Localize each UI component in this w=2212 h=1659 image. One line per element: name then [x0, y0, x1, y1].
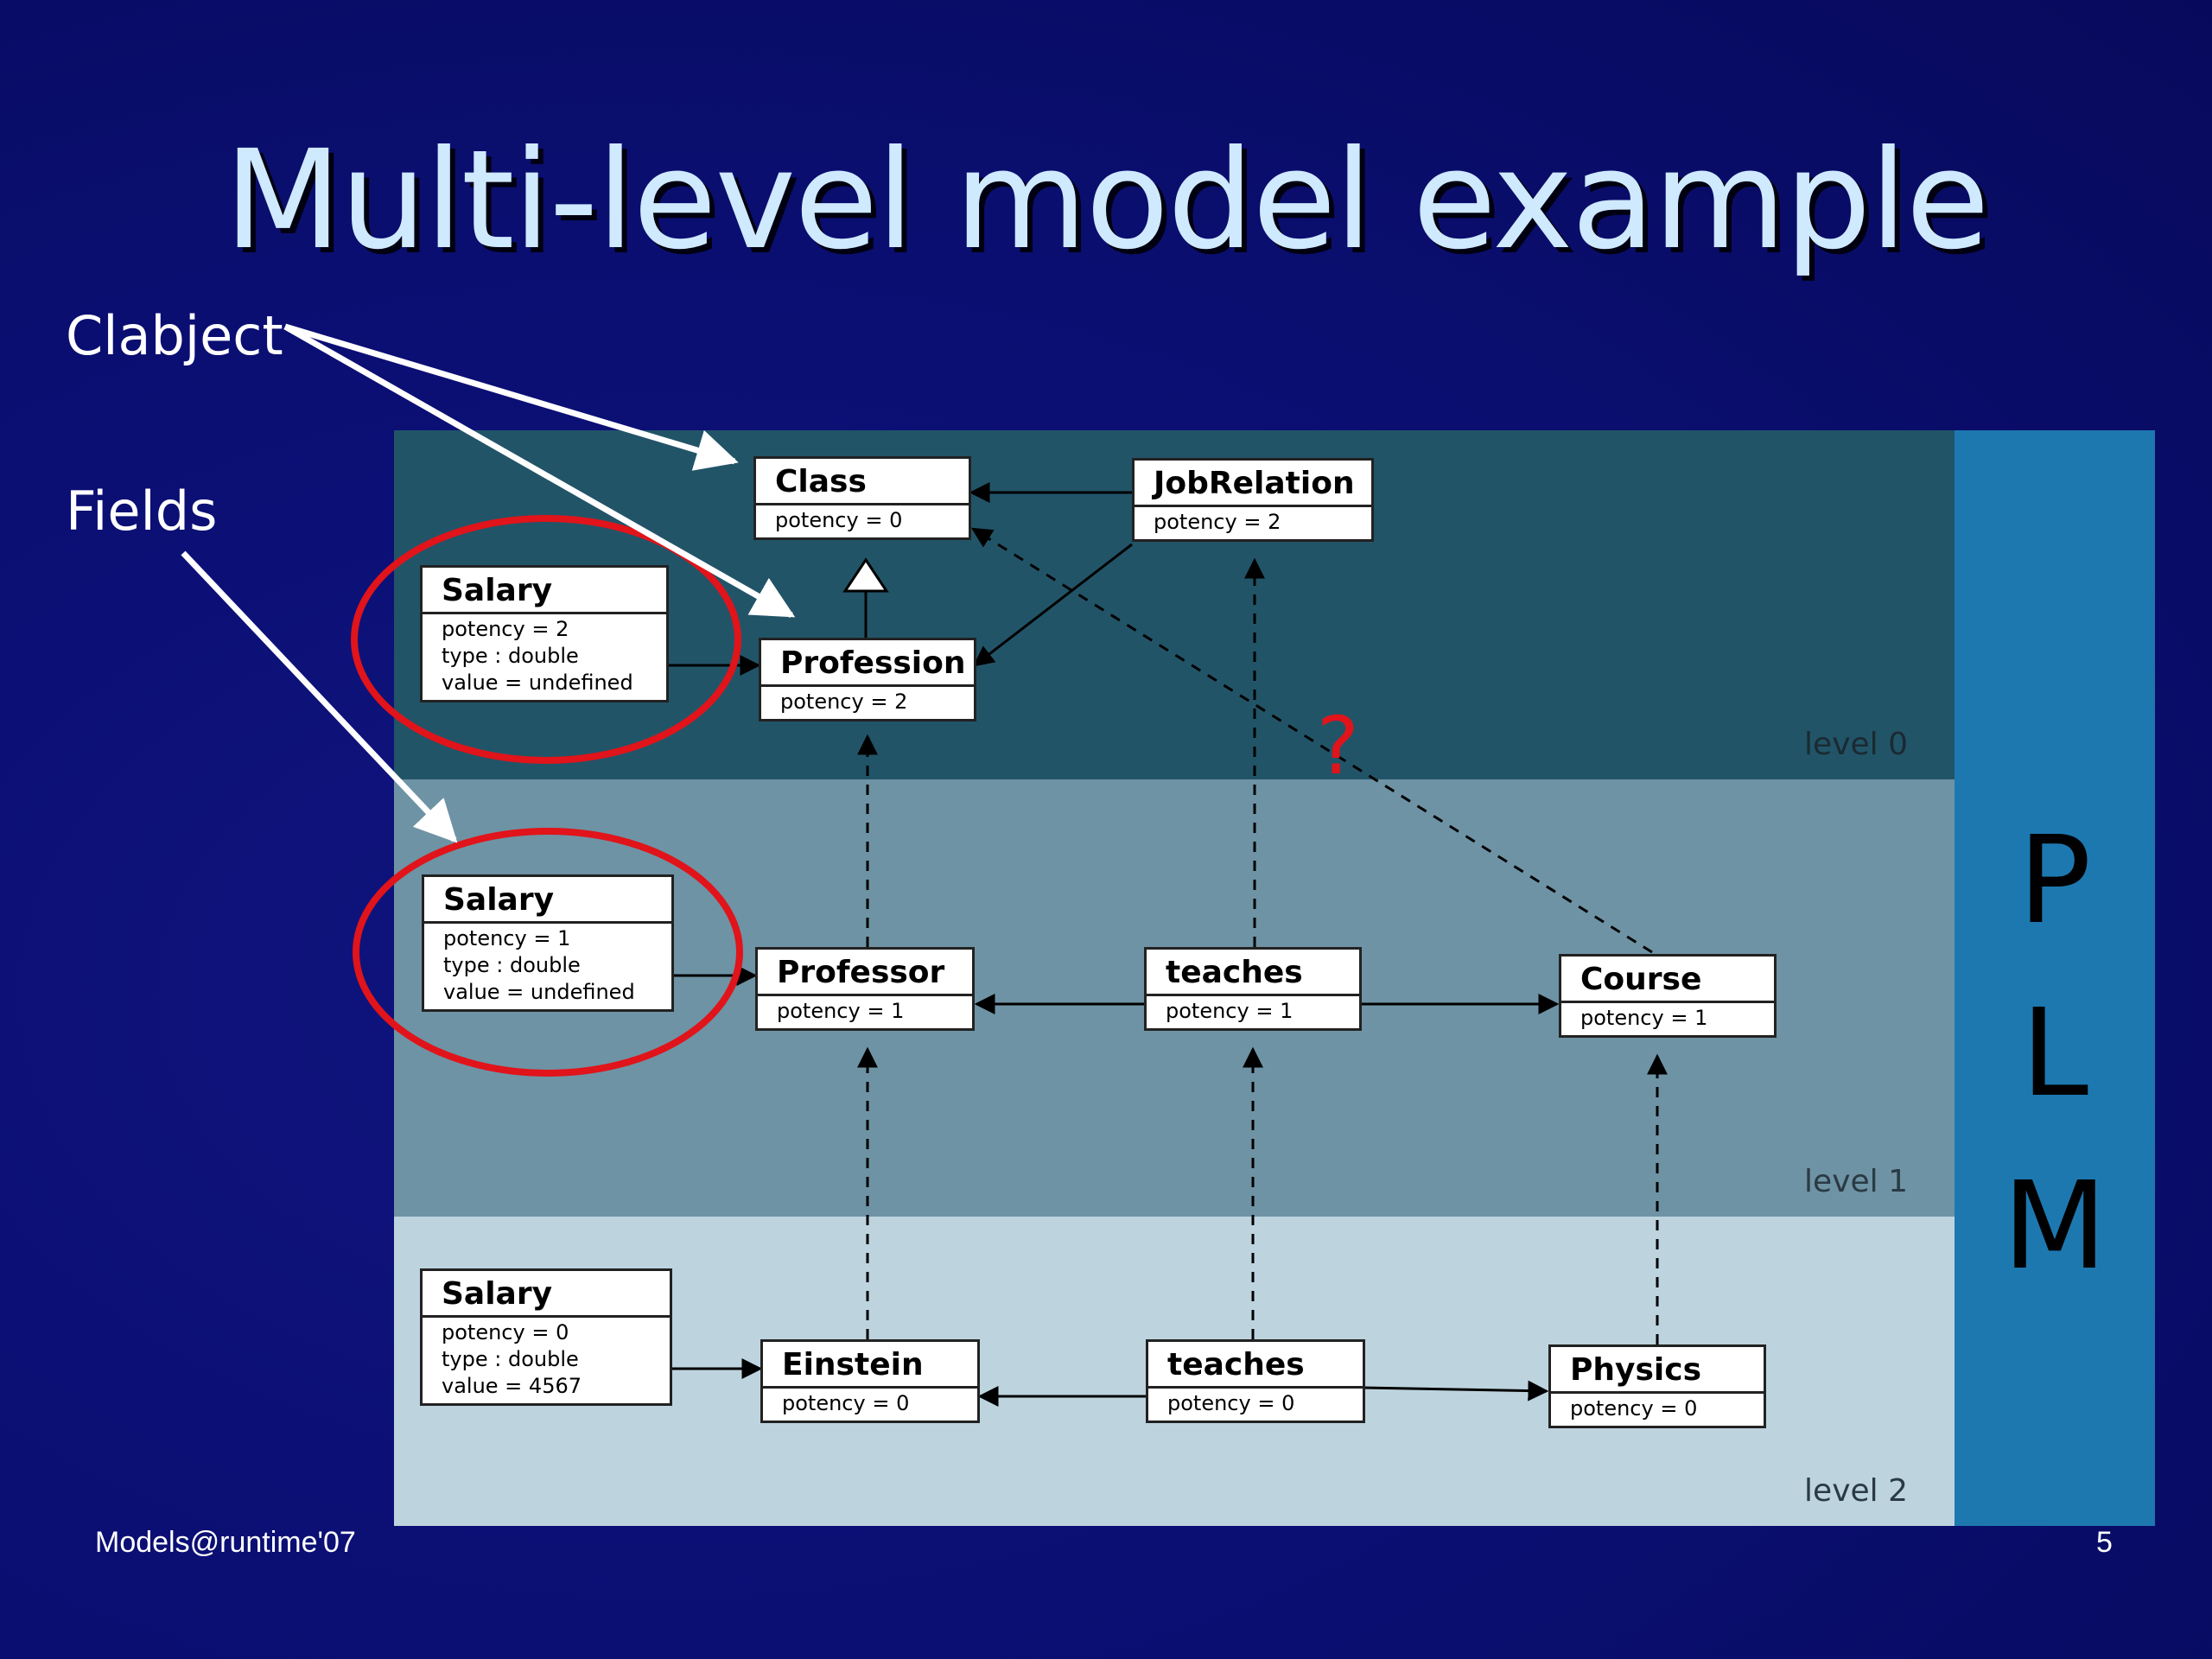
box-attr: potency = 1	[777, 999, 905, 1023]
plm-letter-m: M	[2002, 1156, 2107, 1297]
box-name: teaches	[1147, 950, 1359, 996]
course-box: Course potency = 1	[1559, 954, 1777, 1038]
box-name: JobRelation	[1135, 461, 1371, 507]
box-attr: value = undefined	[443, 980, 635, 1004]
teaches-box-level1: teaches potency = 1	[1144, 947, 1362, 1031]
box-attr: potency = 0	[775, 508, 903, 532]
fields-highlight-level0	[351, 515, 741, 764]
box-name: Profession	[761, 640, 974, 687]
teaches2-to-physics-link	[1363, 1380, 1549, 1402]
question-mark: ?	[1317, 700, 1359, 792]
clabject-label: Clabject	[66, 304, 283, 367]
box-attr: potency = 0	[1167, 1391, 1295, 1415]
box-name: Class	[756, 459, 969, 505]
box-attr: type : double	[442, 644, 579, 668]
box-name: Salary	[423, 1271, 670, 1318]
slide-title: Multi-level model example	[224, 121, 1989, 280]
teaches-box-level2: teaches potency = 0	[1146, 1339, 1365, 1423]
fields-label: Fields	[66, 480, 218, 543]
box-attr: type : double	[442, 1347, 579, 1371]
box-attr: value = 4567	[442, 1374, 582, 1398]
physics-box: Physics potency = 0	[1548, 1344, 1766, 1428]
slide-number: 5	[2096, 1526, 2113, 1559]
box-attr: potency = 2	[442, 617, 569, 641]
plm-letter-p: P	[2018, 810, 2092, 951]
class-box: Class potency = 0	[753, 456, 971, 540]
clabject-arrow-class	[283, 323, 739, 471]
box-name: Salary	[424, 877, 671, 924]
box-attr: potency = 0	[1570, 1396, 1698, 1421]
fields-arrow	[181, 550, 458, 843]
box-attr: potency = 0	[442, 1320, 569, 1344]
box-name: Professor	[758, 950, 972, 996]
generalization-triangle	[842, 557, 889, 593]
salary-box-level1: Salary potency = 1 type : double value =…	[422, 874, 674, 1012]
salary-box-level2: Salary potency = 0 type : double value =…	[420, 1268, 672, 1406]
salary-box-level0: Salary potency = 2 type : double value =…	[420, 565, 669, 702]
box-attr: potency = 1	[1580, 1006, 1708, 1030]
professor-box: Professor potency = 1	[755, 947, 975, 1031]
box-attr: potency = 1	[1166, 999, 1294, 1023]
box-attr: potency = 0	[782, 1391, 910, 1415]
box-name: Course	[1561, 957, 1774, 1003]
level-2-label: level 2	[1804, 1473, 1908, 1509]
jobrelation-to-profession-link	[973, 543, 1133, 667]
plm-letter-l: L	[2021, 983, 2088, 1124]
footer-conference: Models@runtime'07	[95, 1526, 356, 1559]
level-0-label: level 0	[1804, 727, 1908, 762]
fields-highlight-level1	[353, 828, 743, 1077]
box-attr: value = undefined	[442, 671, 633, 695]
box-attr: type : double	[443, 953, 581, 977]
jobrelation-box: JobRelation potency = 2	[1132, 458, 1374, 542]
box-name: Physics	[1551, 1347, 1764, 1394]
box-attr: potency = 1	[443, 926, 571, 950]
clabject-arrow-profession	[283, 323, 796, 619]
profession-box: Profession potency = 2	[759, 638, 976, 721]
box-name: teaches	[1148, 1342, 1363, 1389]
plm-column: P L M	[1955, 430, 2155, 1526]
box-attr: potency = 2	[780, 690, 908, 714]
course-instanceof-class	[970, 527, 1653, 954]
box-name: Einstein	[763, 1342, 977, 1389]
einstein-box: Einstein potency = 0	[760, 1339, 980, 1423]
box-attr: potency = 2	[1154, 510, 1281, 534]
level-1-label: level 1	[1804, 1164, 1908, 1199]
box-name: Salary	[423, 568, 666, 614]
